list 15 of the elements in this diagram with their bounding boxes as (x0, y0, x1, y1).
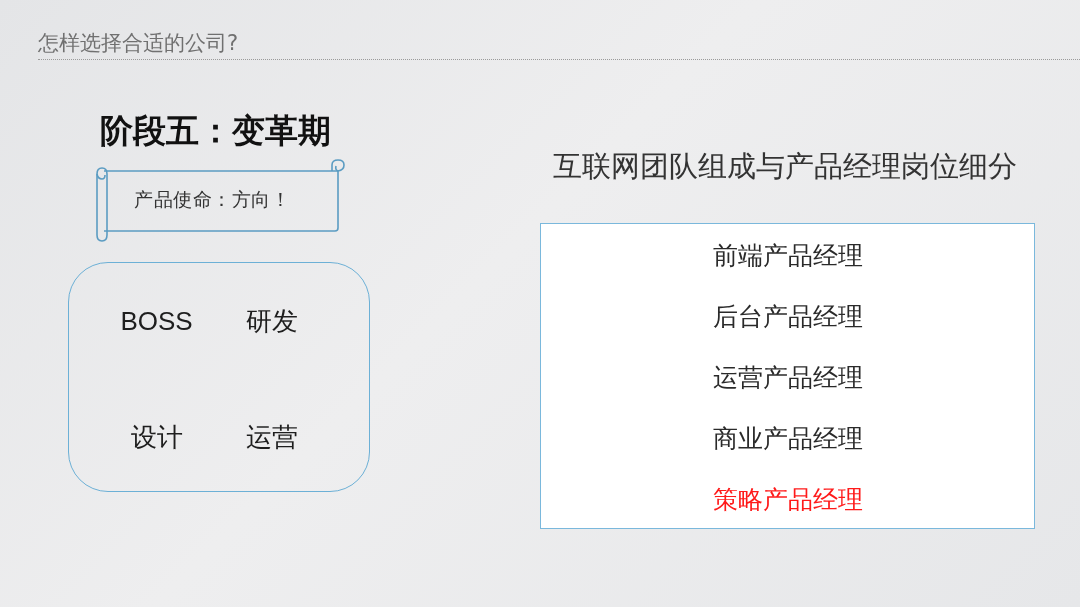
banner-text: 产品使命：方向！ (134, 187, 290, 211)
team-role-label: 研发 (245, 306, 298, 336)
position-label: 运营产品经理 (712, 363, 863, 392)
section-heading: 互联网团队组成与产品经理岗位细分 (553, 149, 1017, 184)
position-label: 商业产品经理 (712, 424, 863, 453)
team-role-label: BOSS (120, 306, 193, 336)
team-role-label: 运营 (245, 422, 298, 452)
list-panel (540, 223, 1035, 529)
position-label: 前端产品经理 (712, 241, 863, 270)
position-label: 策略产品经理 (712, 485, 863, 514)
slide-title: 怎样选择合适的公司? (38, 30, 239, 57)
position-label: 后台产品经理 (712, 302, 863, 331)
rounded-panel (68, 262, 370, 492)
team-role-label: 设计 (130, 422, 183, 452)
stage-heading: 阶段五：变革期 (100, 111, 331, 151)
